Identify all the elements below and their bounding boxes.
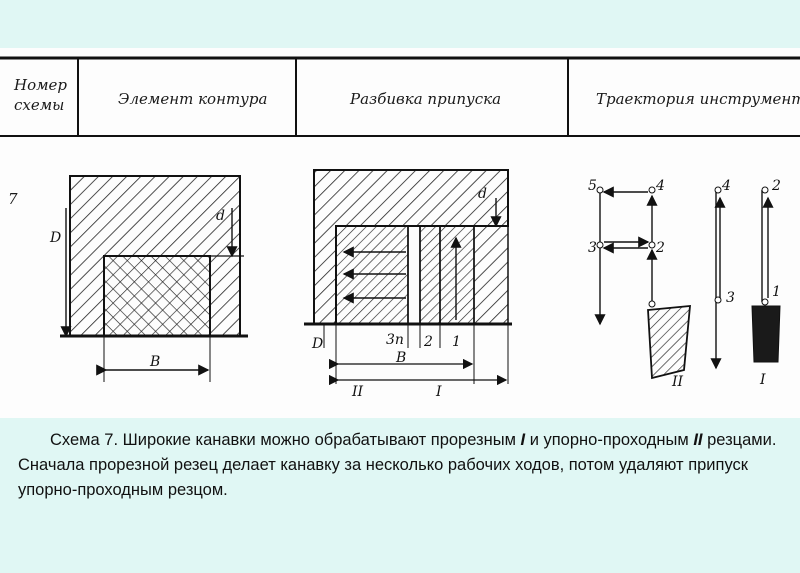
caption-paragraph: Схема 7. Широкие канавки можно обрабатыв… <box>18 428 778 503</box>
allowance-label-1: 1 <box>452 334 461 350</box>
contour-element-drawing <box>60 175 248 382</box>
contour-label-D: D <box>49 230 61 246</box>
caption-part1: Схема 7. Широкие канавки можно обрабатыв… <box>50 431 521 449</box>
header-contour-element: Элемент контура <box>118 90 267 108</box>
scanned-table: Номер схемы Элемент контура Разбивка при… <box>0 48 800 418</box>
header-scheme-number-line1: Номер <box>13 76 67 94</box>
allowance-label-2: 2 <box>423 334 433 350</box>
tool-label-II: II <box>671 374 684 390</box>
tool-label-I: I <box>759 372 766 388</box>
allowance-label-d: d <box>478 186 487 202</box>
header-allowance-split: Разбивка припуска <box>349 90 501 108</box>
header-tool-trajectory: Траектория инструмента <box>596 90 800 108</box>
allowance-label-D: D <box>311 336 323 352</box>
traj-label-q3: 3 <box>726 290 735 306</box>
header-scheme-number-line2: схемы <box>14 96 64 114</box>
traj-label-q1: 1 <box>772 284 781 300</box>
traj-label-3: 3 <box>588 240 597 256</box>
caption-part2: и упорно-проходным <box>525 431 694 449</box>
caption-part3: резцами. Сначала прорезной резец делает … <box>18 431 777 499</box>
allowance-label-I: I <box>435 384 442 400</box>
allowance-label-B: B <box>395 350 406 366</box>
caption-roman-2: II <box>693 431 703 449</box>
allowance-label-II: II <box>351 384 364 400</box>
caption-roman-1: I <box>520 431 526 449</box>
traj-label-q2: 2 <box>771 178 781 194</box>
traj-label-2: 2 <box>655 240 665 256</box>
table-figure: Номер схемы Элемент контура Разбивка при… <box>0 56 800 400</box>
trajectory-drawing <box>594 186 781 380</box>
traj-label-4: 4 <box>655 178 665 194</box>
contour-label-d: d <box>216 208 225 224</box>
row-number: 7 <box>8 190 18 208</box>
contour-label-B: B <box>149 354 160 370</box>
traj-label-q4: 4 <box>721 178 731 194</box>
allowance-split-drawing <box>304 169 512 386</box>
traj-label-5: 5 <box>588 178 597 194</box>
allowance-label-zp: 3п <box>386 332 404 348</box>
